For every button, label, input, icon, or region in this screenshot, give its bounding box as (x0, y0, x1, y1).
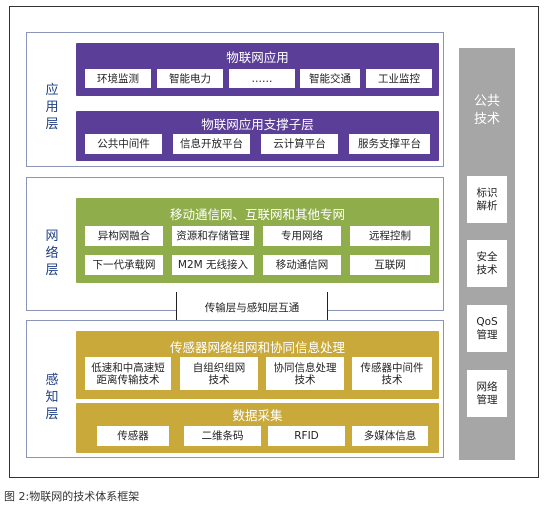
support-item-middleware: 公共中间件 (85, 134, 162, 154)
app-item-environment: 环境监测 (85, 69, 151, 88)
public-item-network-management: 网络 管理 (467, 370, 507, 417)
public-tech-title: 公共 技术 (473, 94, 500, 127)
diagram-frame (9, 6, 539, 478)
collect-item-rfid: RFID (268, 426, 345, 446)
sensor-item-transmission: 低速和中高速短 距离传输技术 (85, 357, 171, 390)
net-item-heterogeneous: 异构网融合 (85, 226, 163, 246)
sensor-item-collaborative: 协同信息处理 技术 (266, 357, 344, 390)
sensor-network-panel: 传感器网络组网和协同信息处理 低速和中高速短 距离传输技术 自组织组网 技术 协… (76, 331, 439, 399)
network-layer-label: 网 络 层 (45, 229, 59, 278)
net-item-internet: 互联网 (350, 255, 430, 275)
network-panel: 移动通信网、互联网和其他专网 异构网融合 资源和存储管理 专用网络 远程控制 下… (76, 198, 439, 283)
network-panel-title: 移动通信网、互联网和其他专网 (169, 207, 345, 222)
figure-caption: 图 2:物联网的技术体系框架 (4, 490, 140, 503)
application-layer-label: 应 用 层 (45, 83, 59, 132)
net-item-private: 专用网络 (263, 226, 341, 246)
sensor-network-title: 传感器网络组网和协同信息处理 (169, 340, 345, 355)
sensing-layer-label: 感 知 层 (45, 373, 59, 422)
collect-item-sensor: 传感器 (97, 426, 169, 446)
public-item-qos: QoS 管理 (467, 305, 507, 352)
public-item-identification: 标识 解析 (467, 176, 507, 223)
app-item-ellipsis: …… (229, 69, 295, 88)
app-support-panel: 物联网应用支撑子层 公共中间件 信息开放平台 云计算平台 服务支撑平台 (76, 111, 439, 161)
support-item-open-platform: 信息开放平台 (173, 134, 250, 154)
app-support-title: 物联网应用支撑子层 (201, 117, 314, 132)
support-item-service: 服务支撑平台 (349, 134, 430, 154)
data-collection-panel: 数据采集 传感器 二维条码 RFID 多媒体信息 (76, 403, 439, 453)
bridge-label: 传输层与感知层互通 (204, 302, 300, 314)
collect-item-multimedia: 多媒体信息 (352, 426, 428, 446)
public-item-security: 安全 技术 (467, 240, 507, 287)
app-item-industrial: 工业监控 (366, 69, 432, 88)
net-item-m2m: M2M 无线接入 (172, 255, 254, 275)
net-item-storage: 资源和存储管理 (172, 226, 254, 246)
net-item-mobile: 移动通信网 (263, 255, 341, 275)
sensor-item-middleware: 传感器中间件 技术 (352, 357, 432, 390)
collect-item-qrcode: 二维条码 (184, 426, 261, 446)
net-item-remote: 远程控制 (350, 226, 430, 246)
iot-application-title: 物联网应用 (226, 50, 289, 65)
support-item-cloud: 云计算平台 (261, 134, 338, 154)
app-item-smart-traffic: 智能交通 (300, 69, 360, 88)
iot-application-panel: 物联网应用 环境监测 智能电力 …… 智能交通 工业监控 (76, 43, 439, 96)
data-collection-title: 数据采集 (232, 408, 283, 423)
app-item-smart-power: 智能电力 (157, 69, 223, 88)
sensor-item-self-organizing: 自组织组网 技术 (180, 357, 258, 390)
net-item-ngn: 下一代承载网 (85, 255, 163, 275)
